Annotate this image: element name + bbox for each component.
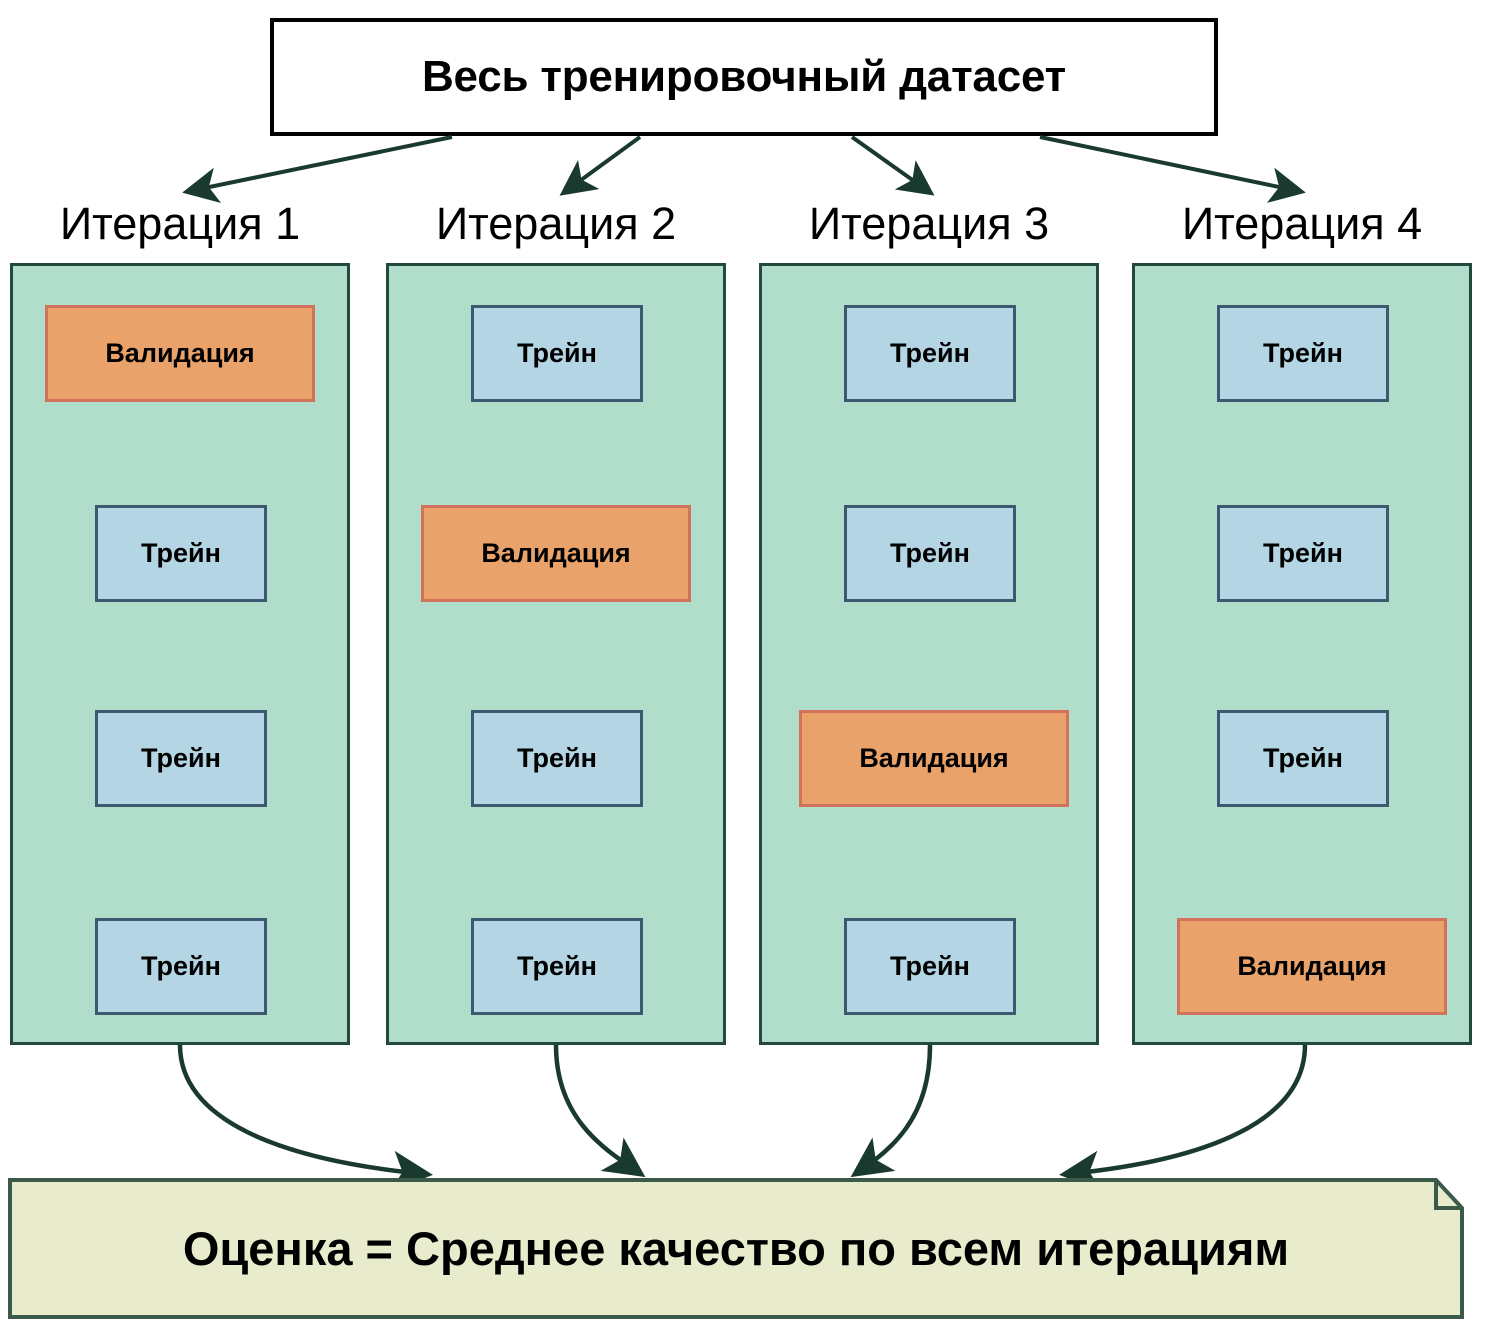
dataset-title-box: Весь тренировочный датасет <box>270 18 1218 136</box>
arrow-to-iteration-1 <box>182 135 453 203</box>
block-train-iter2-row4: Трейн <box>471 918 643 1015</box>
iteration-label-1: Итерация 1 <box>59 198 301 249</box>
block-train-iter3-row2: Трейн <box>844 505 1016 602</box>
block-train-iter3-row4: Трейн <box>844 918 1016 1015</box>
arrow-to-iteration-4 <box>1039 135 1306 203</box>
block-train-iter3-row1: Трейн <box>844 305 1016 402</box>
iteration-label-4: Итерация 4 <box>1181 198 1423 249</box>
block-validation-iter3-row3: Валидация <box>799 710 1069 807</box>
block-validation-iter2-row2: Валидация <box>421 505 691 602</box>
iteration-label-2: Итерация 2 <box>435 198 677 249</box>
block-train-iter4-row1: Трейн <box>1217 305 1389 402</box>
bottom-arrows <box>177 1044 1308 1192</box>
iteration-column-4: Трейн Трейн Трейн Валидация <box>1132 263 1472 1045</box>
iteration-column-3: Трейн Трейн Валидация Трейн <box>759 263 1099 1045</box>
arrow-to-iteration-2 <box>559 135 642 196</box>
summary-note-box: Оценка = Среднее качество по всем итерац… <box>8 1178 1464 1319</box>
block-train-iter2-row1: Трейн <box>471 305 643 402</box>
iteration-column-2: Трейн Валидация Трейн Трейн <box>386 263 726 1045</box>
arrow-iteration-3-to-summary <box>850 1044 933 1178</box>
block-train-iter4-row2: Трейн <box>1217 505 1389 602</box>
block-train-iter2-row3: Трейн <box>471 710 643 807</box>
block-train-iter1-row2: Трейн <box>95 505 267 602</box>
arrow-iteration-2-to-summary <box>553 1044 646 1178</box>
arrow-iteration-1-to-summary <box>177 1044 433 1192</box>
arrow-iteration-4-to-summary <box>1059 1044 1308 1192</box>
block-validation-iter4-row4: Валидация <box>1177 918 1447 1015</box>
top-arrows <box>182 135 1306 203</box>
iteration-column-1: Валидация Трейн Трейн Трейн <box>10 263 350 1045</box>
summary-text: Оценка = Среднее качество по всем итерац… <box>182 1222 1290 1275</box>
block-validation-iter1-row1: Валидация <box>45 305 315 402</box>
block-train-iter1-row4: Трейн <box>95 918 267 1015</box>
page-title: Весь тренировочный датасет <box>421 52 1067 101</box>
iteration-label-3: Итерация 3 <box>808 198 1050 249</box>
arrow-to-iteration-3 <box>850 135 935 196</box>
block-train-iter4-row3: Трейн <box>1217 710 1389 807</box>
note-shape <box>8 1178 1464 1319</box>
block-train-iter1-row3: Трейн <box>95 710 267 807</box>
